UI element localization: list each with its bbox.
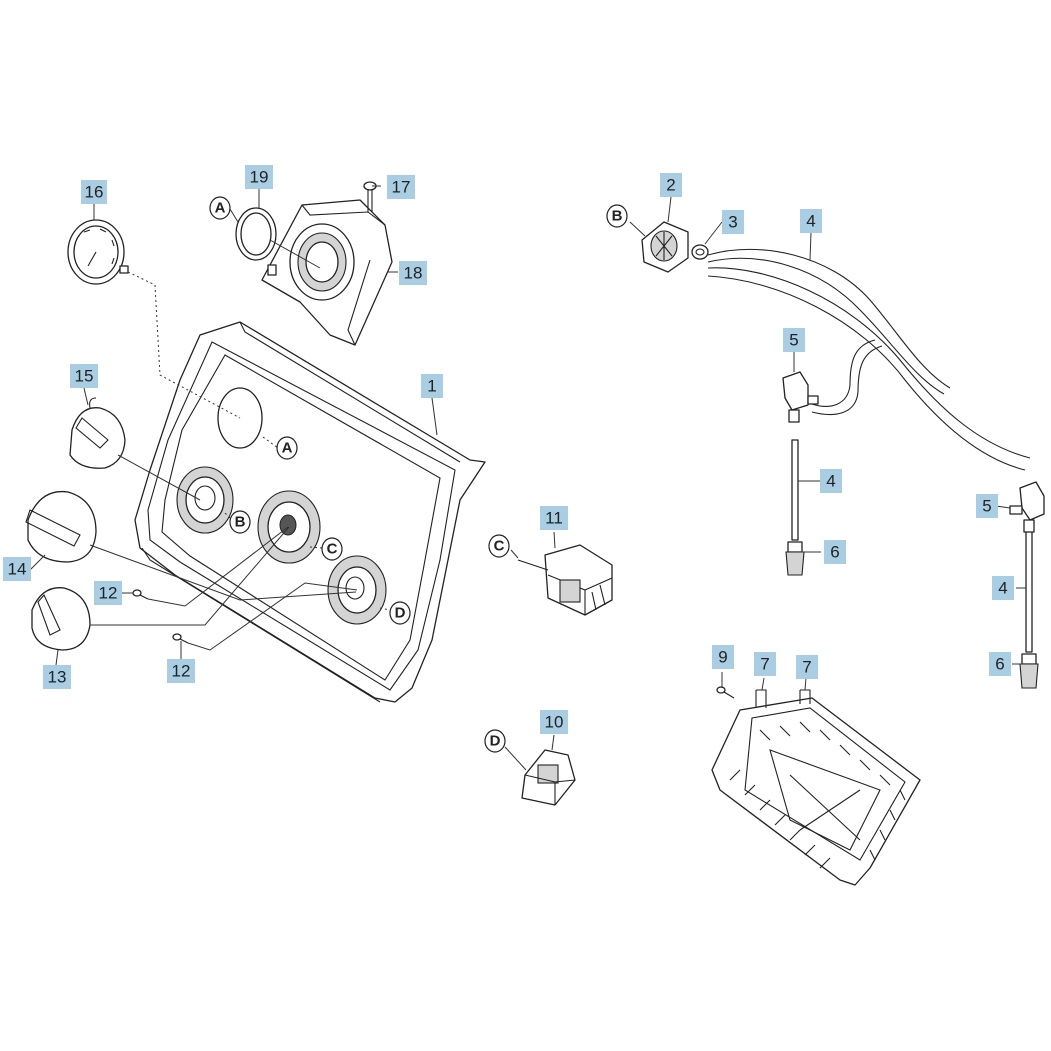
screw-12-upper	[132, 589, 149, 600]
callout-2: 2	[660, 173, 682, 197]
svg-text:D: D	[490, 733, 501, 750]
svg-text:B: B	[235, 514, 246, 531]
callout-3: 3	[722, 210, 744, 234]
svg-text:16: 16	[85, 183, 104, 202]
ref-a-top: A	[209, 196, 231, 220]
svg-text:18: 18	[404, 264, 423, 283]
callout-17: 17	[387, 175, 415, 199]
end-cap-6-right	[1019, 653, 1039, 689]
switch-10	[521, 749, 576, 806]
svg-text:9: 9	[718, 648, 727, 667]
svg-text:7: 7	[802, 658, 811, 677]
callout-12-lower: 12	[167, 659, 195, 683]
knob-14	[25, 490, 97, 563]
svg-text:14: 14	[8, 560, 27, 579]
svg-text:3: 3	[728, 213, 737, 232]
callout-7-right: 7	[796, 655, 818, 679]
screw-12-lower	[172, 633, 189, 644]
valve-2	[641, 221, 689, 273]
end-cap-6-left	[785, 541, 805, 576]
svg-text:19: 19	[250, 168, 269, 187]
seal-ring	[235, 207, 277, 261]
svg-text:15: 15	[75, 367, 94, 386]
svg-text:12: 12	[172, 662, 191, 681]
svg-text:C: C	[327, 541, 338, 558]
callout-4-left: 4	[820, 469, 842, 493]
callout-13: 13	[43, 665, 71, 689]
ref-c-panel: C	[321, 537, 343, 561]
callout-4-hoses: 4	[800, 209, 822, 233]
o-ring-3	[691, 244, 709, 260]
ref-c-switch: C	[488, 534, 510, 558]
svg-text:B: B	[612, 208, 623, 225]
callout-12-upper: 12	[94, 581, 122, 605]
callout-7-left: 7	[754, 652, 776, 676]
svg-text:6: 6	[830, 543, 839, 562]
hose-4-short-right	[1025, 529, 1033, 653]
callout-5-left: 5	[783, 328, 805, 352]
circuit-board	[711, 689, 921, 886]
ref-b-top: B	[606, 204, 628, 228]
ref-d-panel: D	[389, 601, 411, 625]
svg-text:D: D	[395, 605, 406, 622]
callout-11: 11	[540, 506, 568, 530]
callout-6-left: 6	[824, 540, 846, 564]
callout-16: 16	[81, 180, 107, 204]
svg-text:7: 7	[760, 655, 769, 674]
svg-text:6: 6	[995, 655, 1004, 674]
callout-18: 18	[399, 261, 427, 285]
callout-4-right: 4	[992, 576, 1014, 600]
ref-d-switch: D	[484, 729, 506, 753]
svg-text:4: 4	[806, 212, 815, 231]
svg-text:1: 1	[427, 377, 436, 396]
leader-lines	[29, 185, 1026, 771]
svg-text:13: 13	[48, 668, 67, 687]
connector-5-right	[1009, 481, 1045, 533]
svg-text:11: 11	[545, 509, 563, 528]
connector-5-left	[782, 371, 819, 423]
rotary-switch-11	[517, 544, 613, 616]
callout-10: 10	[540, 710, 568, 734]
ref-a-panel: A	[276, 436, 298, 460]
callout-6-right: 6	[989, 652, 1011, 676]
gauge-holder	[261, 199, 393, 346]
knob-15	[69, 397, 126, 469]
svg-text:A: A	[282, 440, 293, 457]
ref-b-panel: B	[229, 510, 251, 534]
knob-13	[31, 587, 91, 651]
pressure-gauge	[67, 219, 129, 285]
callout-1: 1	[421, 374, 443, 398]
svg-text:A: A	[215, 200, 226, 217]
screw-9	[716, 686, 735, 699]
svg-text:5: 5	[982, 497, 991, 516]
svg-text:12: 12	[99, 584, 118, 603]
svg-text:4: 4	[826, 472, 835, 491]
svg-text:5: 5	[789, 331, 798, 350]
svg-text:10: 10	[545, 713, 564, 732]
svg-text:4: 4	[998, 579, 1007, 598]
svg-text:17: 17	[392, 178, 411, 197]
callout-5-right: 5	[976, 494, 998, 518]
svg-text:C: C	[494, 538, 505, 555]
callout-9: 9	[712, 645, 734, 669]
svg-text:2: 2	[666, 176, 675, 195]
callout-19: 19	[245, 165, 273, 189]
callout-15: 15	[70, 364, 98, 388]
hose-4-short-left	[791, 439, 799, 541]
screw-17	[363, 181, 377, 212]
callout-14: 14	[3, 557, 31, 581]
hose-bundle	[707, 248, 1031, 471]
